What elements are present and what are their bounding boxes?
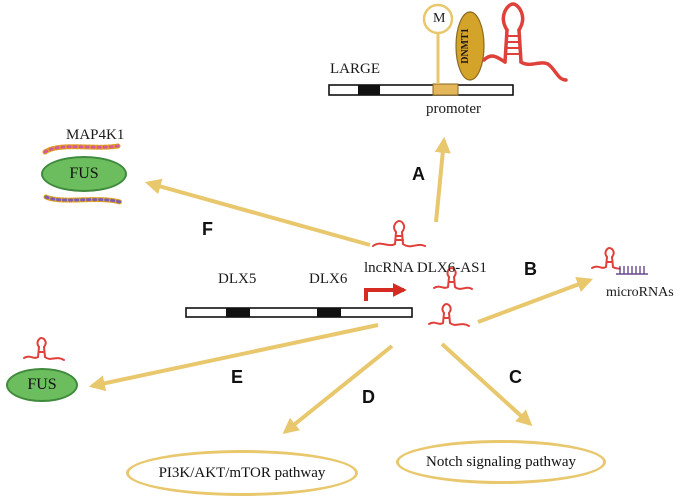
micrornas-label: microRNAs bbox=[606, 285, 674, 300]
promoter-label: promoter bbox=[426, 101, 481, 117]
arrow-c bbox=[440, 342, 533, 427]
microrna-hairpin bbox=[591, 246, 621, 270]
lncrna-label: lncRNA DLX6-AS1 bbox=[364, 260, 487, 276]
fus-top-rna bbox=[42, 143, 123, 205]
lncrna-hairpin-1 bbox=[372, 219, 426, 248]
large-gene-label: LARGE bbox=[330, 61, 380, 77]
arrow-b-label: B bbox=[524, 259, 537, 279]
dnmt1-ellipse bbox=[455, 11, 485, 81]
arrow-a bbox=[434, 136, 451, 223]
dlx6-label: DLX6 bbox=[309, 271, 348, 287]
arrow-d bbox=[282, 344, 394, 435]
arrow-b bbox=[477, 277, 593, 324]
dnmt1-label: DNMT1 bbox=[459, 28, 471, 64]
notch-pathway-node: Notch signaling pathway bbox=[396, 440, 606, 484]
arrow-a-label: A bbox=[412, 164, 425, 184]
dlx5-label: DLX5 bbox=[218, 271, 257, 287]
fus-bottom-node: FUS bbox=[6, 368, 78, 402]
lncrna-large-hairpin bbox=[482, 2, 568, 82]
arrow-e-label: E bbox=[231, 367, 244, 387]
microrna-comb bbox=[616, 266, 648, 275]
methylation-label: M bbox=[433, 11, 446, 26]
arrow-f-label: F bbox=[202, 219, 213, 239]
map4k1-label: MAP4K1 bbox=[66, 127, 125, 143]
transcription-start-arrow bbox=[364, 283, 407, 301]
methylation-circle bbox=[422, 3, 454, 35]
dlx-locus bbox=[185, 283, 413, 318]
large-gene bbox=[328, 3, 514, 96]
lncrna-hairpin-2 bbox=[433, 266, 473, 290]
promoter-box bbox=[432, 83, 459, 96]
arrow-e bbox=[88, 323, 379, 392]
arrow-c-label: C bbox=[509, 367, 522, 387]
arrow-f bbox=[144, 178, 371, 247]
fus-bottom-hairpin bbox=[23, 336, 65, 361]
pi3k-pathway-node: PI3K/AKT/mTOR pathway bbox=[126, 450, 358, 496]
lncrna-hairpin-3 bbox=[428, 302, 470, 327]
fus-top-node: FUS bbox=[41, 156, 127, 192]
arrow-d-label: D bbox=[362, 387, 375, 407]
